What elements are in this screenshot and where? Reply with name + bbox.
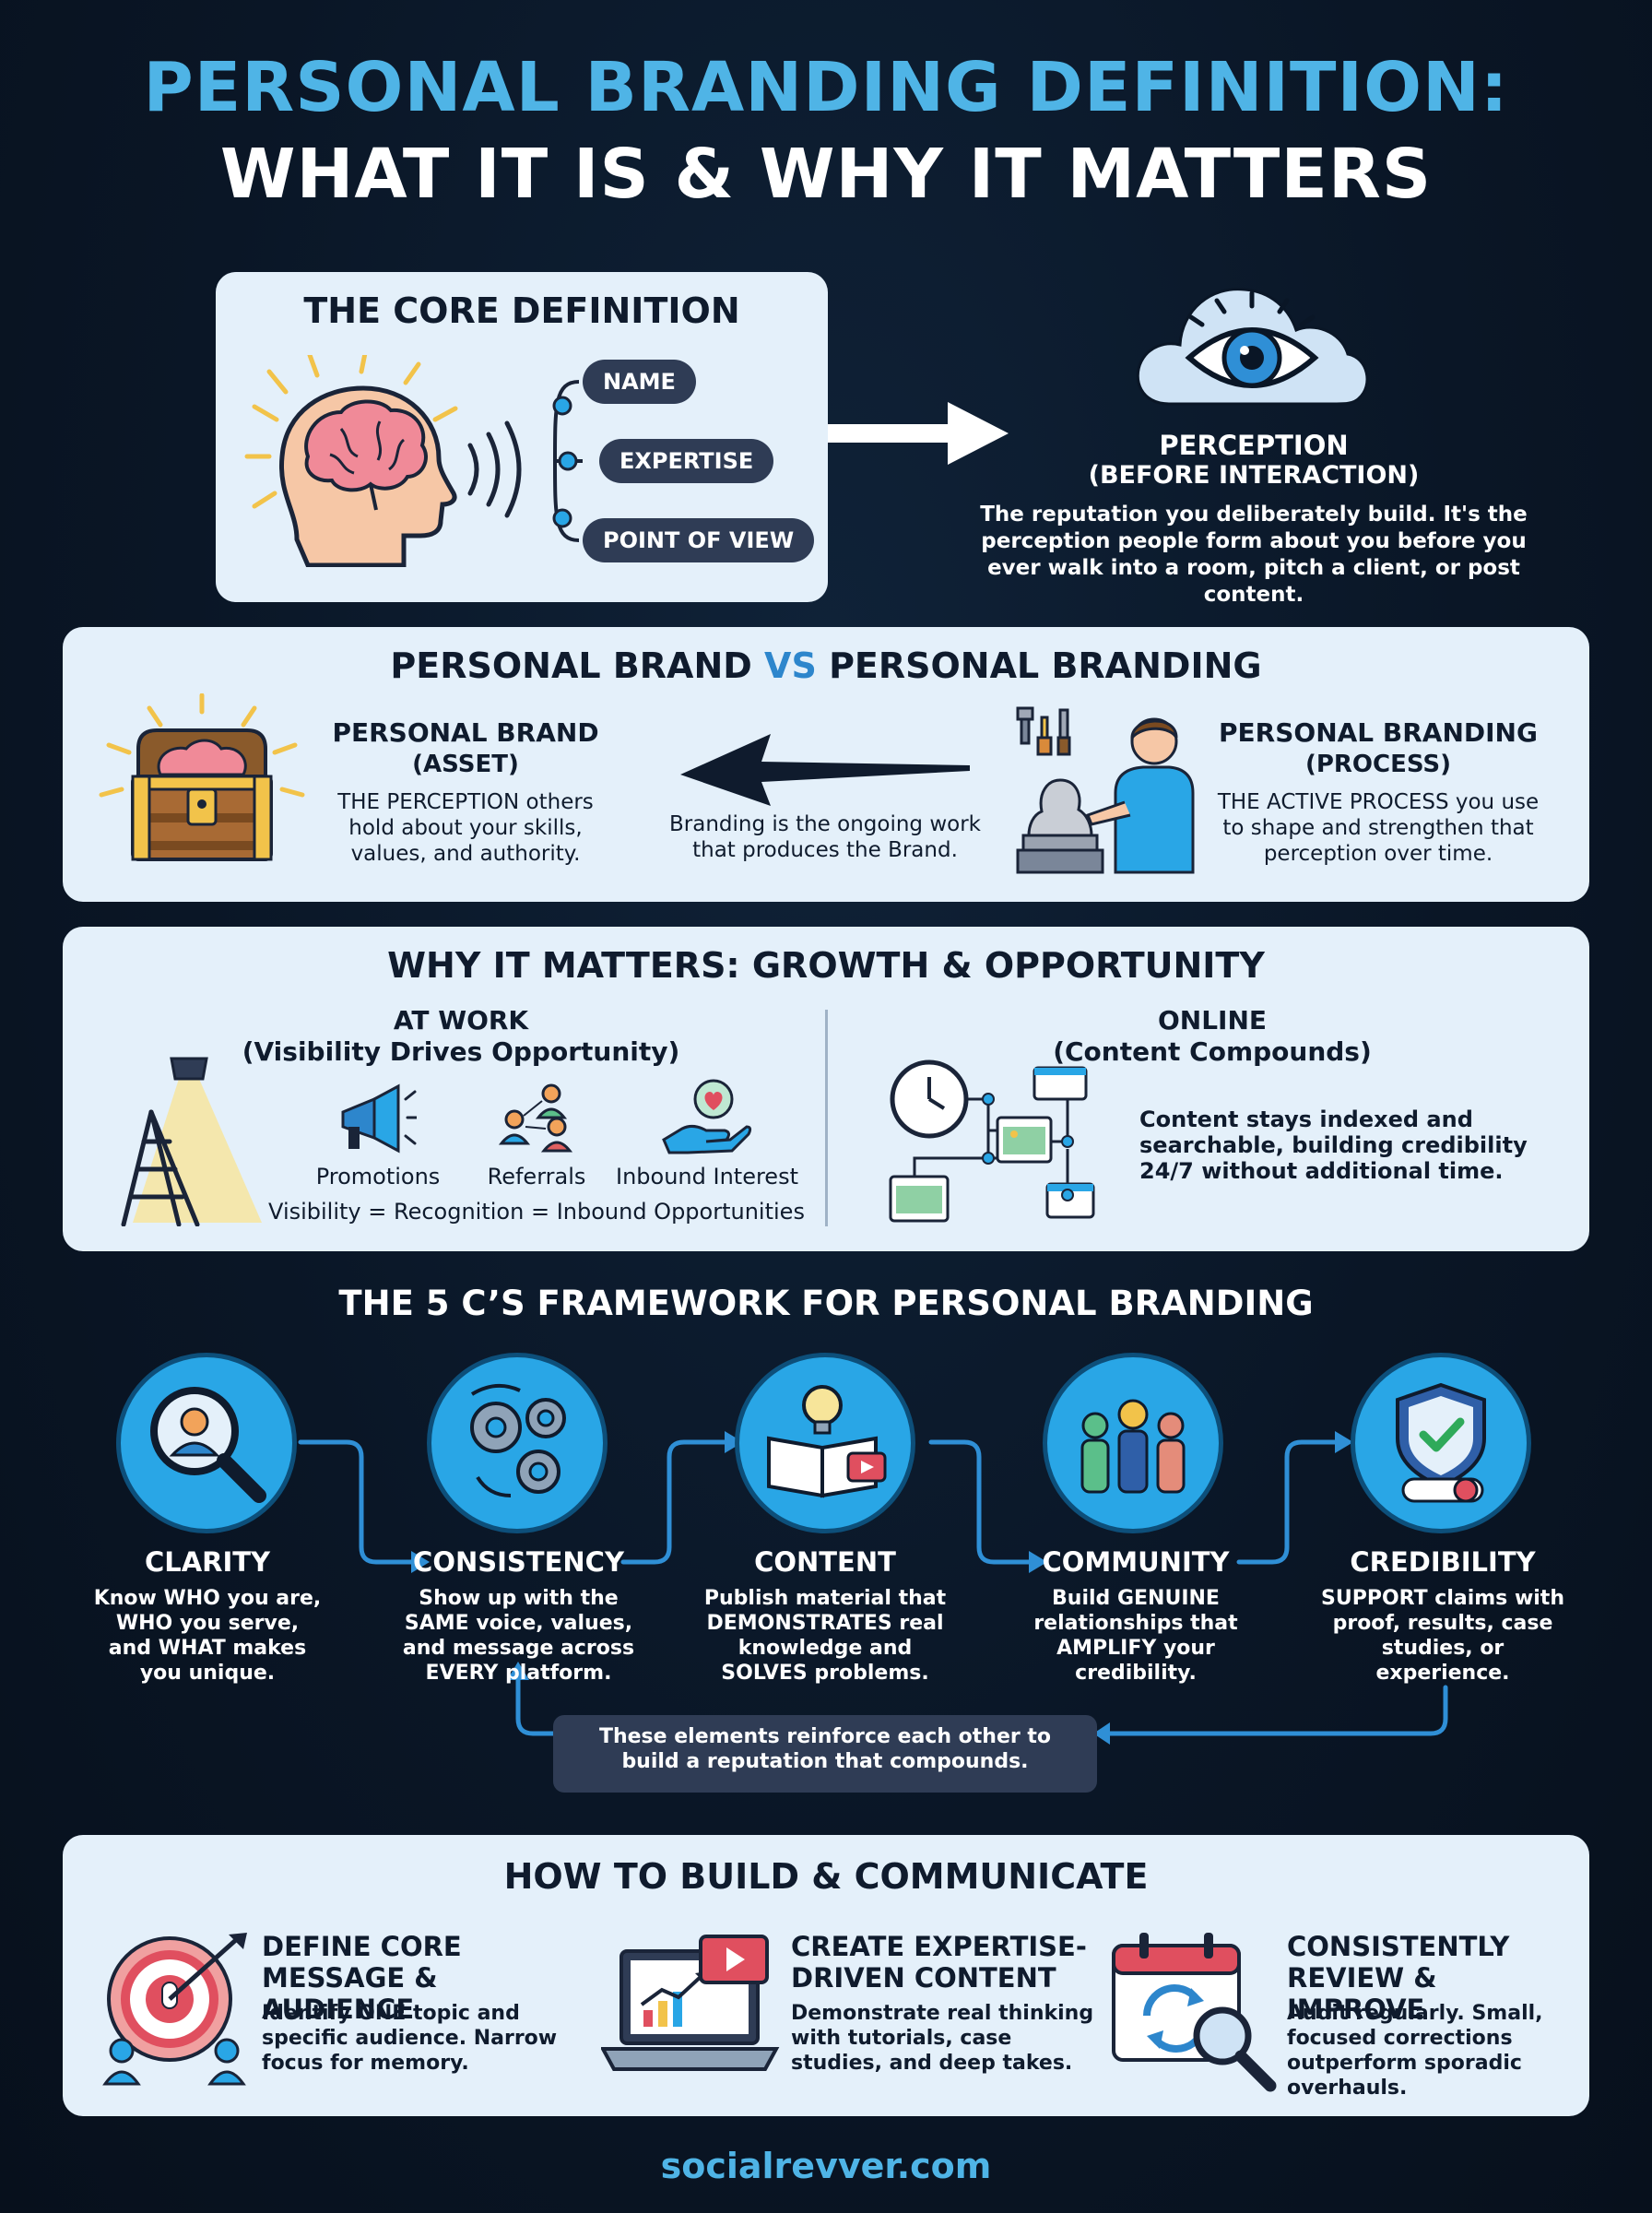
clarity-title: CLARITY — [144, 1546, 271, 1578]
content-description: Publish material that DEMONSTRATES real … — [703, 1587, 947, 1685]
online-subtitle: (Content Compounds) — [1053, 1036, 1372, 1067]
step-1-title: DEFINE CORE MESSAGE & AUDIENCE — [262, 1931, 462, 2025]
left-arrow-icon — [680, 734, 970, 806]
cloud-eye-icon — [1136, 288, 1369, 406]
clock-network-icon — [889, 1059, 1095, 1223]
credibility-circle — [1351, 1353, 1531, 1533]
consistency-title: CONSISTENCY — [413, 1546, 624, 1578]
personal-brand-title: PERSONAL BRAND — [332, 717, 599, 748]
heading-vs: VS — [764, 645, 817, 686]
how-to-build-panel — [63, 1835, 1589, 2116]
calendar-review-icon — [1112, 1933, 1277, 2092]
core-definition-heading: THE CORE DEFINITION — [303, 290, 740, 331]
shield-certificate-icon — [1396, 1382, 1486, 1503]
title-line-2: WHAT IT IS & WHY IT MATTERS — [219, 135, 1433, 214]
personal-brand-description: THE PERCEPTION others hold about your sk… — [337, 790, 594, 866]
referrals-icon — [498, 1083, 573, 1153]
perception-subtitle: (BEFORE INTERACTION) — [1088, 461, 1420, 490]
community-circle — [1043, 1353, 1223, 1533]
personal-brand-subtitle: (ASSET) — [412, 751, 519, 778]
right-arrow-icon — [828, 402, 1009, 465]
consistency-circle — [427, 1353, 608, 1533]
step-1-description: Identify ONE topic and specific audience… — [262, 2002, 558, 2075]
book-lightbulb-icon — [767, 1385, 887, 1498]
clarity-circle — [116, 1353, 297, 1533]
step-2-title: CREATE EXPERTISE-DRIVEN CONTENT — [791, 1931, 1087, 1994]
brand-vs-branding-heading: PERSONAL BRAND VS PERSONAL BRANDING — [63, 645, 1589, 686]
how-to-build-heading: HOW TO BUILD & COMMUNICATE — [503, 1856, 1149, 1897]
pill-connector — [552, 380, 583, 542]
work-item-inbound-interest: Inbound Interest — [616, 1164, 798, 1189]
why-it-matters-heading: WHY IT MATTERS: GROWTH & OPPORTUNITY — [387, 945, 1265, 986]
credibility-description: SUPPORT claims with proof, results, case… — [1321, 1587, 1564, 1685]
work-item-promotions: Promotions — [315, 1164, 441, 1189]
target-microphone-icon — [102, 1933, 247, 2086]
content-title: CONTENT — [754, 1546, 896, 1578]
step-2-description: Demonstrate real thinking with tutorials… — [791, 2002, 1094, 2075]
treasure-chest-icon — [99, 693, 305, 861]
ladder-spotlight-icon — [121, 1057, 262, 1226]
step-3-title: CONSISTENTLY REVIEW & IMPROVE — [1287, 1931, 1510, 2025]
matters-divider — [825, 1010, 828, 1226]
people-group-icon — [1080, 1399, 1186, 1494]
perception-title: PERCEPTION — [1159, 430, 1349, 461]
heading-personal-branding: PERSONAL BRANDING — [829, 645, 1262, 686]
online-title: ONLINE — [1157, 1005, 1268, 1035]
community-description: Build GENUINE relationships that AMPLIFY… — [1033, 1587, 1238, 1685]
gears-icon — [470, 1383, 566, 1497]
framework-loop-note: These elements reinforce each other to b… — [553, 1715, 1097, 1793]
framework-flow-arrows — [298, 1431, 1448, 1745]
inbound-interest-icon — [662, 1079, 752, 1154]
brain-head-icon — [244, 355, 522, 567]
laptop-chart-video-icon — [601, 1935, 780, 2071]
personal-branding-subtitle: (PROCESS) — [1304, 751, 1452, 778]
heading-personal-brand: PERSONAL BRAND — [390, 645, 752, 686]
work-item-referrals: Referrals — [487, 1164, 586, 1189]
sculptor-icon — [1016, 706, 1195, 874]
at-work-title: AT WORK — [393, 1005, 529, 1035]
pill-expertise: EXPERTISE — [599, 439, 774, 483]
personal-branding-description: THE ACTIVE PROCESS you use to shape and … — [1217, 790, 1540, 866]
pill-point-of-view: POINT OF VIEW — [583, 518, 815, 562]
online-description: Content stays indexed and searchable, bu… — [1139, 1106, 1528, 1184]
personal-branding-title: PERSONAL BRANDING — [1219, 717, 1538, 748]
community-title: COMMUNITY — [1042, 1546, 1230, 1578]
clarity-description: Know WHO you are, WHO you serve, and WHA… — [93, 1587, 322, 1685]
step-3-description: Audit regularly. Small, focused correcti… — [1287, 2002, 1543, 2100]
content-circle — [735, 1353, 915, 1533]
megaphone-icon — [341, 1083, 417, 1154]
credibility-title: CREDIBILITY — [1350, 1546, 1536, 1578]
perception-description: The reputation you deliberately build. I… — [980, 503, 1528, 607]
at-work-subtitle: (Visibility Drives Opportunity) — [242, 1036, 680, 1067]
magnifier-person-icon — [150, 1387, 266, 1503]
framework-heading: THE 5 C’S FRAMEWORK FOR PERSONAL BRANDIN… — [338, 1284, 1314, 1323]
consistency-description: Show up with the SAME voice, values, and… — [402, 1587, 635, 1685]
branding-middle-text: Branding is the ongoing work that produc… — [669, 812, 981, 862]
title-line-1: PERSONAL BRANDING DEFINITION: — [143, 48, 1509, 127]
footer-website[interactable]: socialrevver.com — [660, 2146, 992, 2186]
work-equation: Visibility = Recognition = Inbound Oppor… — [268, 1199, 805, 1225]
pill-name: NAME — [583, 360, 696, 404]
